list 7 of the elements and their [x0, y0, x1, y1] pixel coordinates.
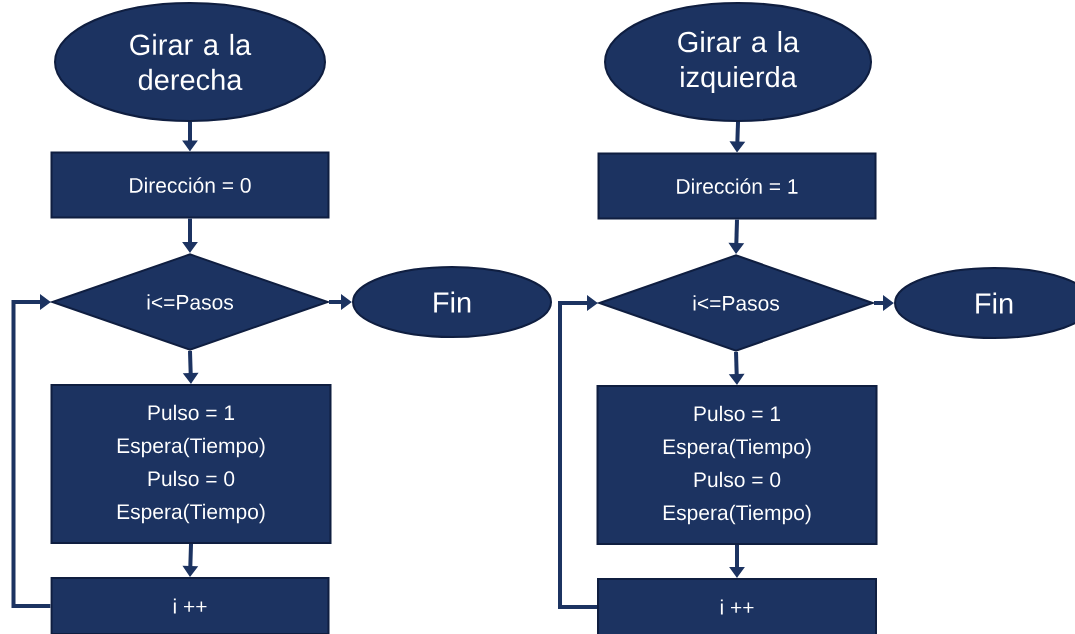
- process-box: i ++: [597, 578, 877, 634]
- process-box: Dirección = 0: [50, 151, 330, 219]
- process-box: i ++: [50, 577, 330, 634]
- arrow: [11, 294, 51, 608]
- process-box: Pulso = 1 Espera(Tiempo) Pulso = 0 Espera(Tiempo): [596, 385, 878, 545]
- process-box: Dirección = 1: [597, 152, 877, 220]
- process-box: Pulso = 1 Espera(Tiempo) Pulso = 0 Espera(Tiempo): [50, 384, 332, 544]
